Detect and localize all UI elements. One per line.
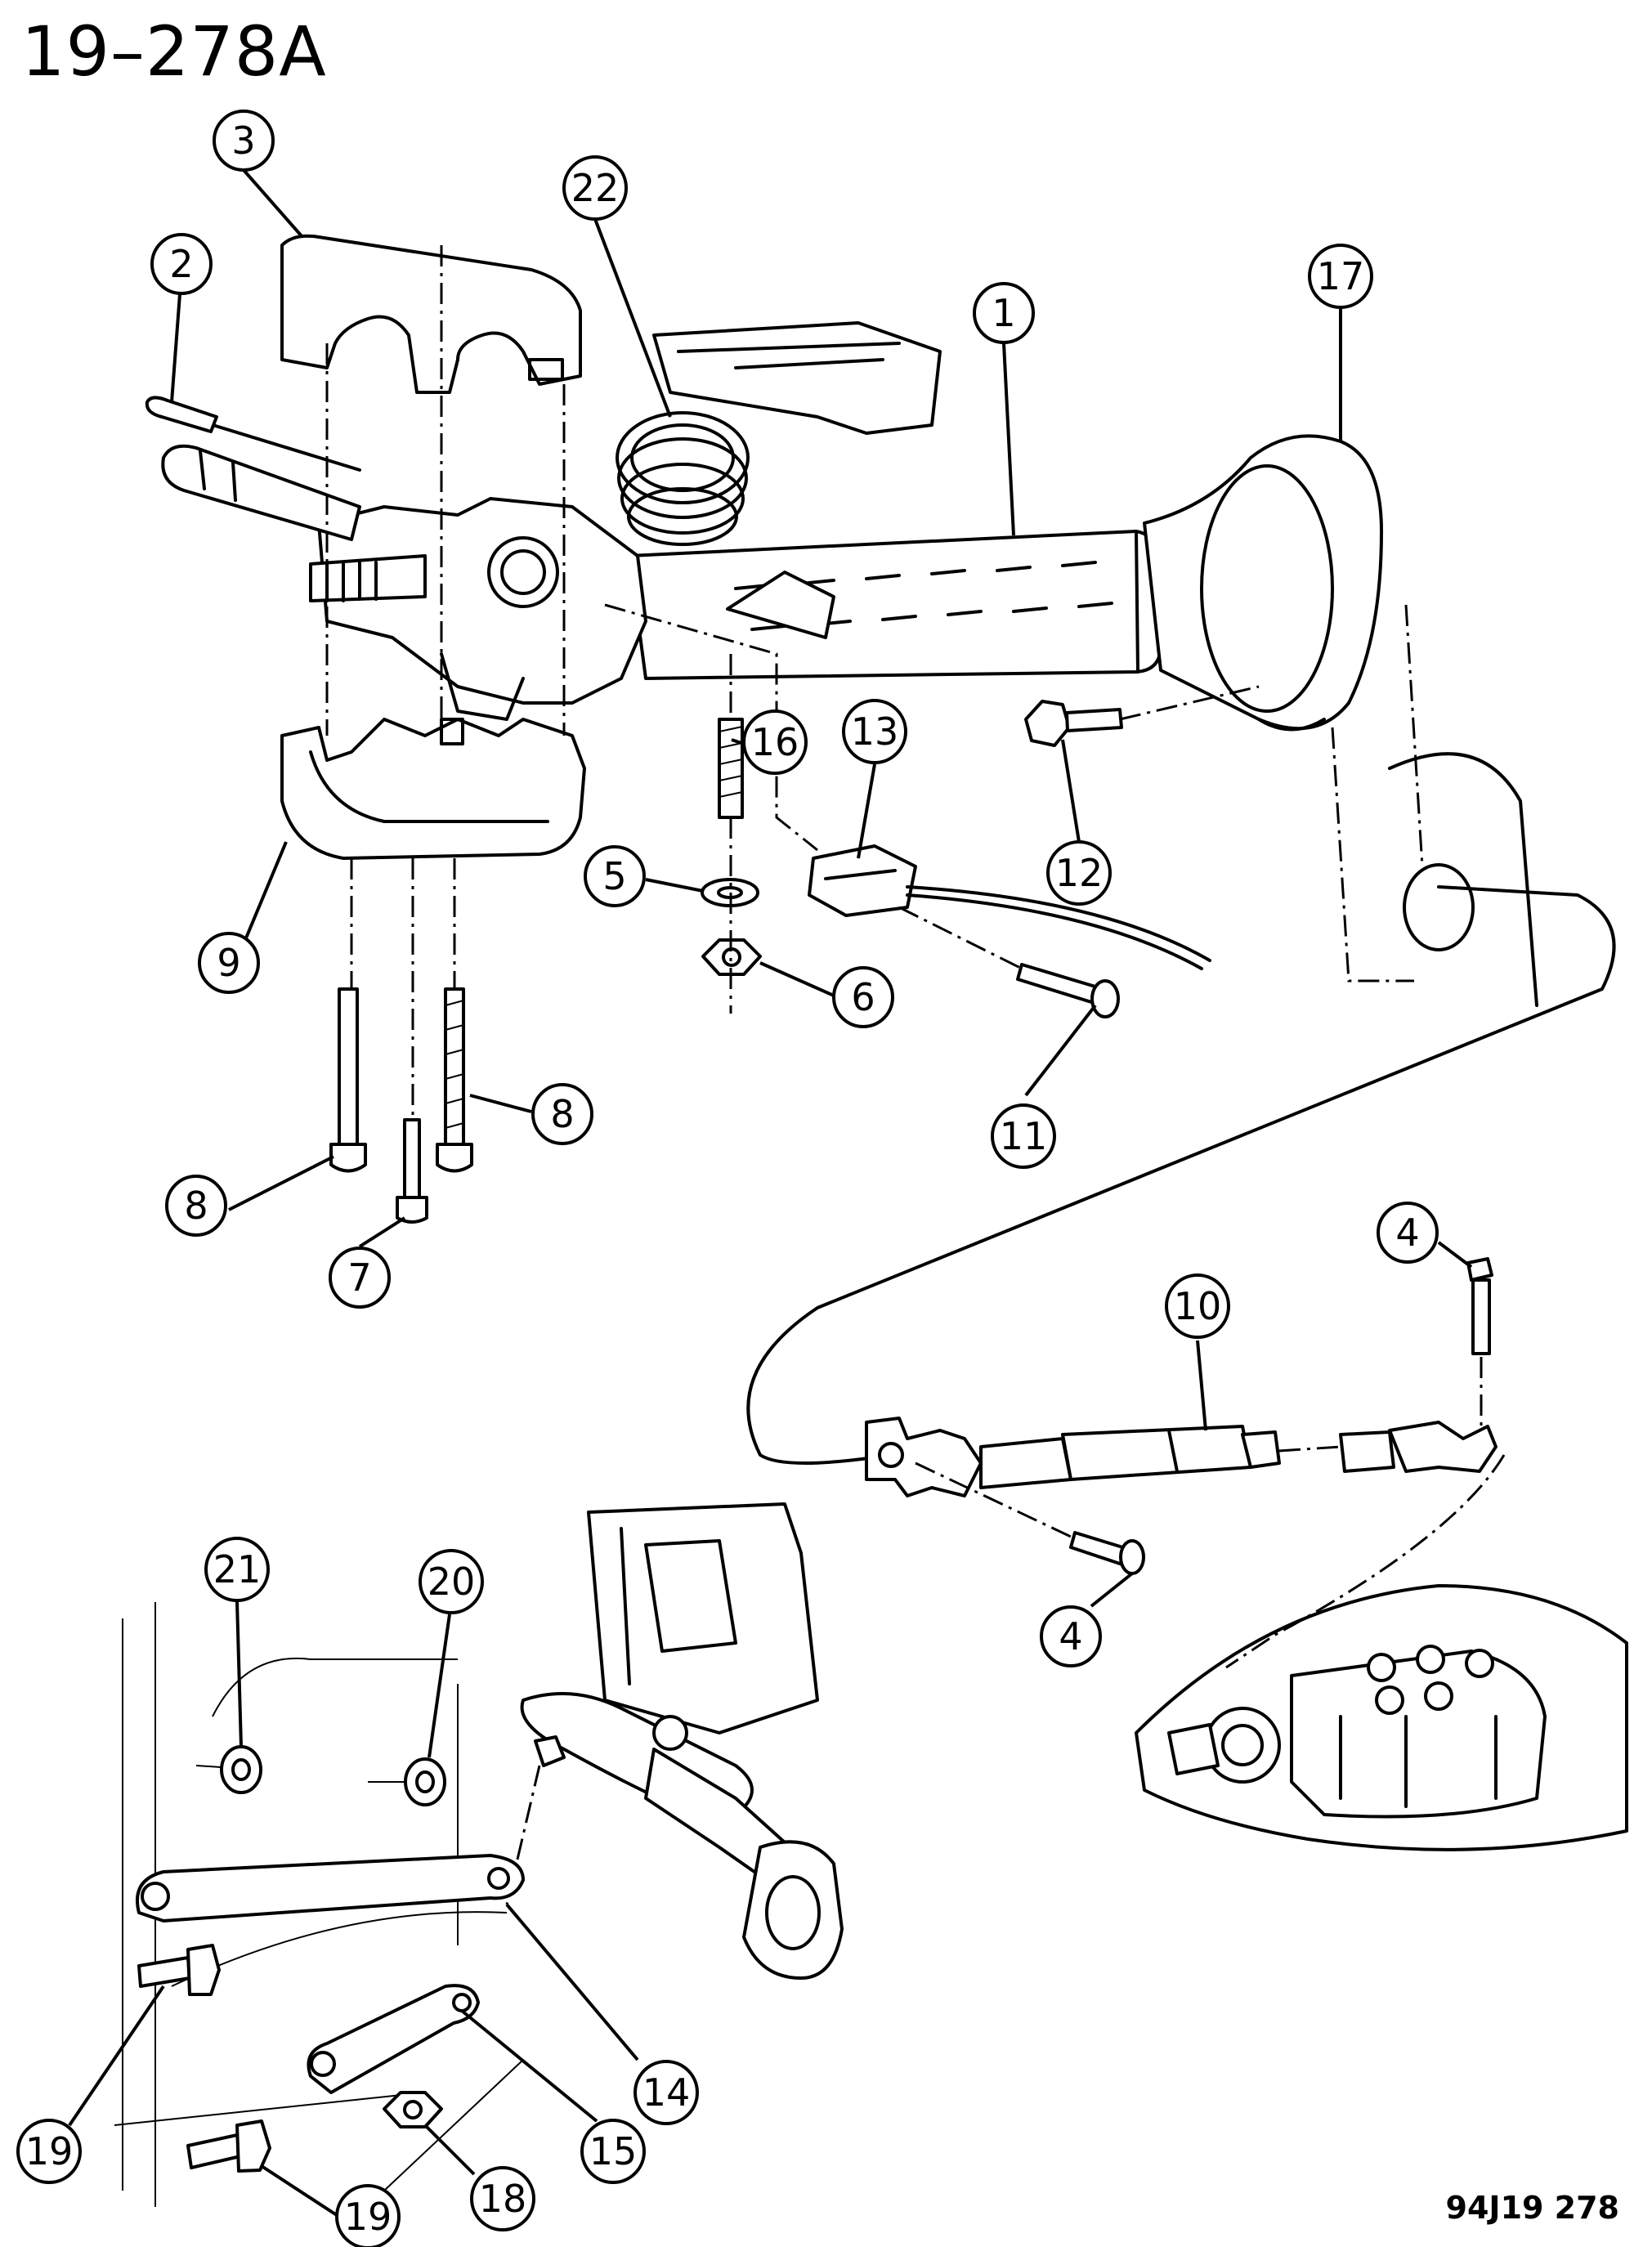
multifunction-switch-housing xyxy=(309,497,647,721)
intermediate-shaft xyxy=(865,1417,1498,1497)
callout-18: 18 xyxy=(470,2166,535,2231)
mounting-stud xyxy=(718,718,744,819)
support-strut xyxy=(136,1854,525,1922)
firewall-panel xyxy=(1331,604,1538,1007)
shaft-pinch-bolt-upper xyxy=(1466,1257,1493,1430)
strut-bolt-upper xyxy=(137,1944,221,1996)
callout-5-label: 5 xyxy=(602,854,626,898)
switch-screw xyxy=(1016,963,1120,1018)
assembly-centerlines xyxy=(325,245,1023,1120)
callout-22-label: 22 xyxy=(571,166,620,210)
callout-3-label: 3 xyxy=(231,119,255,163)
callout-10: 10 xyxy=(1165,1273,1230,1339)
callout-17-label: 17 xyxy=(1317,254,1365,298)
callout-1: 1 xyxy=(973,282,1035,344)
assembly-path-curve xyxy=(746,885,1616,1465)
key-in-switch xyxy=(604,603,1211,970)
support-strut-lower xyxy=(307,1984,480,2094)
steering-gear-box xyxy=(1135,1584,1628,1851)
callout-1-label: 1 xyxy=(992,291,1015,335)
callout-17: 17 xyxy=(1308,244,1373,309)
callout-7-label: 7 xyxy=(347,1256,371,1300)
strut-nut xyxy=(383,2091,443,2128)
callout-19-upper: 19 xyxy=(16,2119,82,2184)
callout-10-label: 10 xyxy=(1174,1284,1222,1328)
lower-shroud xyxy=(280,718,586,860)
callout-16-label: 16 xyxy=(751,720,799,764)
callout-15-label: 15 xyxy=(589,2129,638,2173)
callout-15: 15 xyxy=(580,2119,646,2184)
callout-14: 14 xyxy=(633,2060,699,2125)
shroud-screw-center xyxy=(396,1118,428,1224)
callout-12: 12 xyxy=(1046,840,1112,906)
shroud-screw-right xyxy=(436,987,473,1173)
callout-8-right: 8 xyxy=(531,1083,593,1145)
steering-column-tube xyxy=(628,530,1162,680)
callout-21: 21 xyxy=(204,1537,270,1602)
washer-21 xyxy=(195,1745,262,1794)
callout-20: 20 xyxy=(419,1549,484,1614)
callout-19-lower: 19 xyxy=(335,2184,401,2247)
callout-13: 13 xyxy=(842,699,907,764)
callout-9: 9 xyxy=(198,932,260,994)
callout-19-lower-label: 19 xyxy=(344,2195,392,2239)
washer-20 xyxy=(368,1757,446,1806)
callout-16: 16 xyxy=(742,709,808,775)
shaft-to-gear-line xyxy=(1225,1454,1506,1669)
callout-7: 7 xyxy=(329,1247,391,1309)
callout-8-left-label: 8 xyxy=(184,1184,208,1228)
callout-14-label: 14 xyxy=(642,2070,691,2115)
callout-4-lower: 4 xyxy=(1040,1605,1102,1667)
callout-4-upper-label: 4 xyxy=(1395,1211,1419,1255)
callout-9-label: 9 xyxy=(217,941,240,985)
spring-boot xyxy=(616,411,750,546)
strut-bolt-lower xyxy=(186,2119,271,2173)
callout-12-label: 12 xyxy=(1055,851,1104,895)
diagram-title: 19–278A xyxy=(21,11,327,92)
callout-2: 2 xyxy=(150,233,213,295)
shroud-screw-left xyxy=(329,987,367,1173)
callout-8-right-label: 8 xyxy=(550,1092,574,1136)
callout-21-label: 21 xyxy=(213,1547,262,1591)
callout-6: 6 xyxy=(832,966,894,1028)
callout-11-label: 11 xyxy=(1000,1114,1048,1158)
callout-5: 5 xyxy=(584,845,646,907)
boot-bolt xyxy=(1024,685,1260,747)
column-mounting-bracket xyxy=(652,321,942,639)
callout-2-label: 2 xyxy=(169,242,193,286)
callout-8-left: 8 xyxy=(165,1175,227,1237)
callout-18-label: 18 xyxy=(479,2177,527,2221)
callout-4-lower-label: 4 xyxy=(1059,1614,1082,1658)
callout-13-label: 13 xyxy=(851,709,899,754)
column-support-bracket xyxy=(505,1502,844,1980)
upper-shroud xyxy=(280,234,582,394)
callout-20-label: 20 xyxy=(428,1560,476,1604)
column-floor-boot xyxy=(1143,434,1383,732)
callout-11: 11 xyxy=(991,1103,1056,1169)
figure-code: 94J19 278 xyxy=(1445,2190,1619,2226)
callout-22: 22 xyxy=(562,155,628,221)
callout-3: 3 xyxy=(213,110,275,172)
leader-lines xyxy=(68,168,1473,2218)
callout-6-label: 6 xyxy=(851,975,875,1019)
callout-4-upper: 4 xyxy=(1377,1202,1439,1264)
callout-19-upper-label: 19 xyxy=(25,2129,74,2173)
shaft-pinch-bolt-lower xyxy=(915,1461,1145,1575)
multifunction-lever xyxy=(161,444,361,541)
